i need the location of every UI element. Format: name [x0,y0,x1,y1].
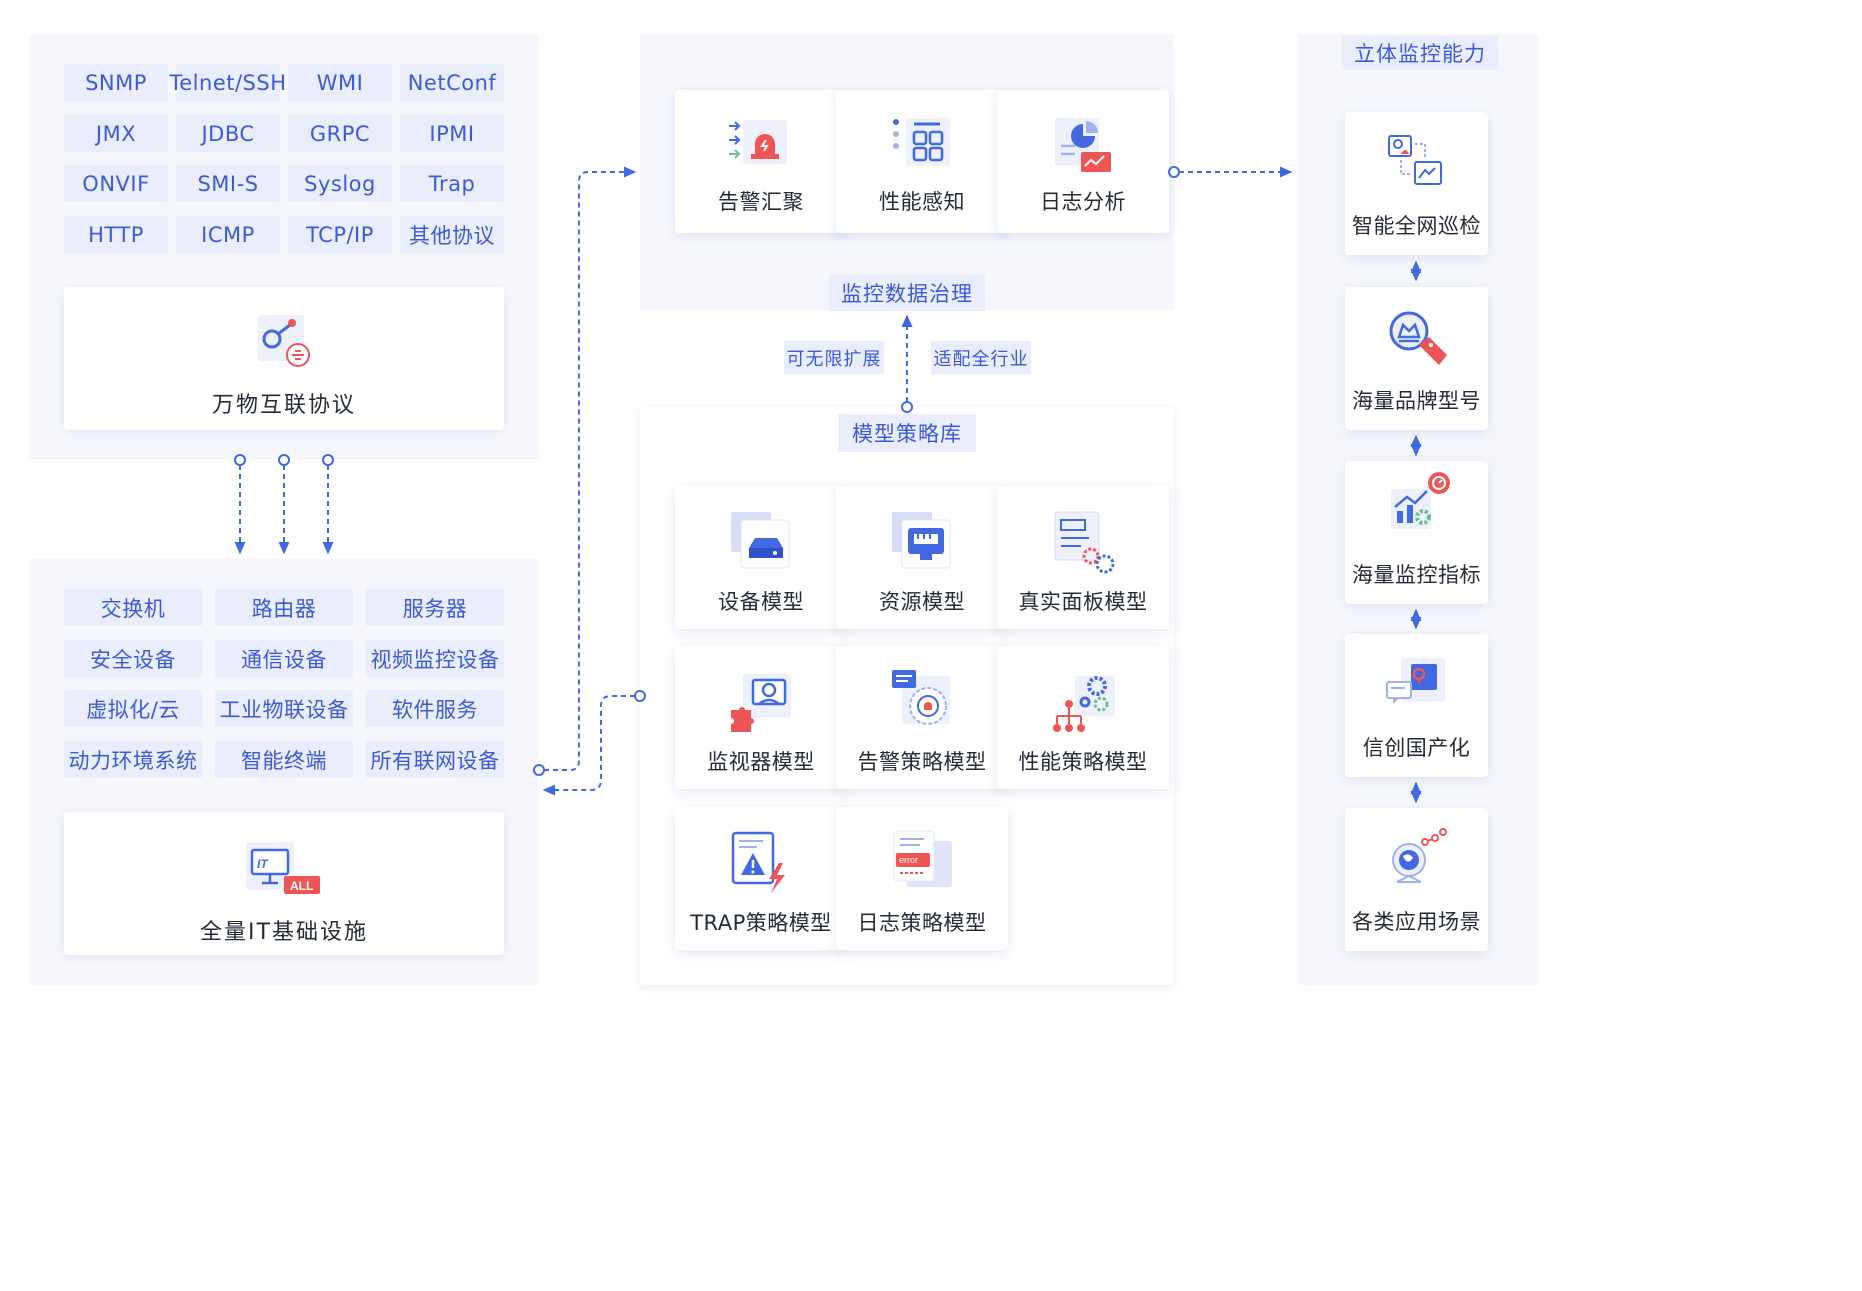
device-chip: 虚拟化/云 [64,690,202,727]
protocol-chip: ICMP [176,216,280,253]
model-card-label: 真实面板模型 [1018,590,1148,614]
capability-card: 信创国产化 [1345,634,1488,777]
protocol-chip: WMI [288,64,392,101]
governance-card: 性能感知 [836,90,1008,233]
devices-summary-box: IT ALL 全量IT基础设施 [64,812,504,955]
log-analysis-icon [1055,118,1111,172]
capability-card: 海量监控指标 [1345,461,1488,604]
model-card-label: 告警策略模型 [857,750,987,774]
capability-card: 智能全网巡检 [1345,112,1488,255]
model-card: 性能策略模型 [997,646,1169,789]
link-tag-right: 适配全行业 [931,341,1031,374]
devices-summary-label: 全量IT基础设施 [200,920,368,945]
model-card: 告警策略模型 [836,646,1008,789]
capability-card-label: 信创国产化 [1362,736,1471,760]
protocol-chip: 其他协议 [400,216,504,253]
governance-title-tag: 监控数据治理 [829,275,985,311]
capability-card-label: 海量监控指标 [1352,563,1481,587]
protocol-chip: ONVIF [64,165,168,202]
device-chip: 软件服务 [366,690,504,727]
network-inspection-icon [1387,135,1442,185]
protocol-chip: Syslog [288,165,392,202]
resource-model-icon [892,512,951,569]
model-card-label: 日志策略模型 [857,911,987,935]
localization-icon [1385,658,1445,704]
it-icon-text: IT [257,857,269,871]
protocol-chip: NetConf [400,64,504,101]
device-chip: 路由器 [215,589,353,626]
protocol-chip: JMX [64,115,168,152]
device-chip: 工业物联设备 [215,690,353,727]
protocol-chip: IPMI [400,115,504,152]
model-card: 真实面板模型 [997,486,1169,629]
performance-perception-icon [893,118,950,166]
alarm-aggregation-icon [729,120,787,164]
protocol-chip: Telnet/SSH [170,64,286,101]
alarm-policy-model-icon [892,670,950,725]
monitoring-metrics-icon [1390,472,1450,529]
protocol-chip: SNMP [64,64,168,101]
capability-card-label: 海量品牌型号 [1352,389,1481,413]
model-card-label: 性能策略模型 [1018,750,1148,774]
device-chip: 交换机 [64,589,202,626]
governance-card-label: 性能感知 [879,190,965,214]
monitor-model-icon [731,674,791,732]
protocols-summary-label: 万物互联协议 [211,393,356,418]
device-chip: 安全设备 [64,640,202,677]
link-tag-left: 可无限扩展 [784,341,884,374]
model-card: 资源模型 [836,486,1008,629]
model-card-label: 设备模型 [718,590,804,614]
error-icon-text: error [899,855,918,865]
real-panel-model-icon [1054,511,1115,574]
application-scenario-icon [1391,828,1447,883]
device-chip: 视频监控设备 [366,640,504,677]
model-card: 设备模型 [675,486,847,629]
capability-card-label: 各类应用场景 [1352,910,1481,934]
model-card-label: 监视器模型 [707,750,815,774]
governance-card-label: 日志分析 [1040,190,1126,214]
device-model-icon [731,512,790,569]
model-card: error 日志策略模型 [836,807,1008,950]
capability-card-label: 智能全网巡检 [1352,214,1481,238]
governance-card: 告警汇聚 [675,90,847,233]
protocol-chip: Trap [400,165,504,202]
protocol-chip: JDBC [176,115,280,152]
protocol-chip: TCP/IP [288,216,392,253]
governance-card-label: 告警汇聚 [718,190,804,214]
protocols-summary-box: 万物互联协议 [64,287,504,430]
model-card-label: 资源模型 [879,590,965,614]
trap-policy-model-icon [731,831,785,893]
protocol-chip: HTTP [64,216,168,253]
governance-card: 日志分析 [997,90,1169,233]
performance-policy-model-icon [1053,676,1115,732]
log-policy-model-icon: error [893,830,952,887]
model-card-label: TRAP策略模型 [690,911,832,935]
model-library-title-tag: 模型策略库 [838,414,976,452]
device-chip: 所有联网设备 [366,741,504,778]
device-chip: 通信设备 [215,640,353,677]
capability-card: 海量品牌型号 [1345,287,1488,430]
capabilities-title-tag: 立体监控能力 [1342,36,1498,70]
device-chip: 动力环境系统 [64,741,202,778]
protocol-chip: SMI-S [176,165,280,202]
all-badge-text: ALL [290,879,313,893]
brand-model-icon [1389,311,1447,365]
model-card: TRAP策略模型 [675,807,847,950]
iot-protocol-icon [258,315,310,367]
it-infrastructure-icon: IT ALL [246,842,320,894]
protocol-chip: GRPC [288,115,392,152]
capability-card: 各类应用场景 [1345,808,1488,951]
device-chip: 服务器 [366,589,504,626]
model-card: 监视器模型 [675,646,847,789]
device-chip: 智能终端 [215,741,353,778]
